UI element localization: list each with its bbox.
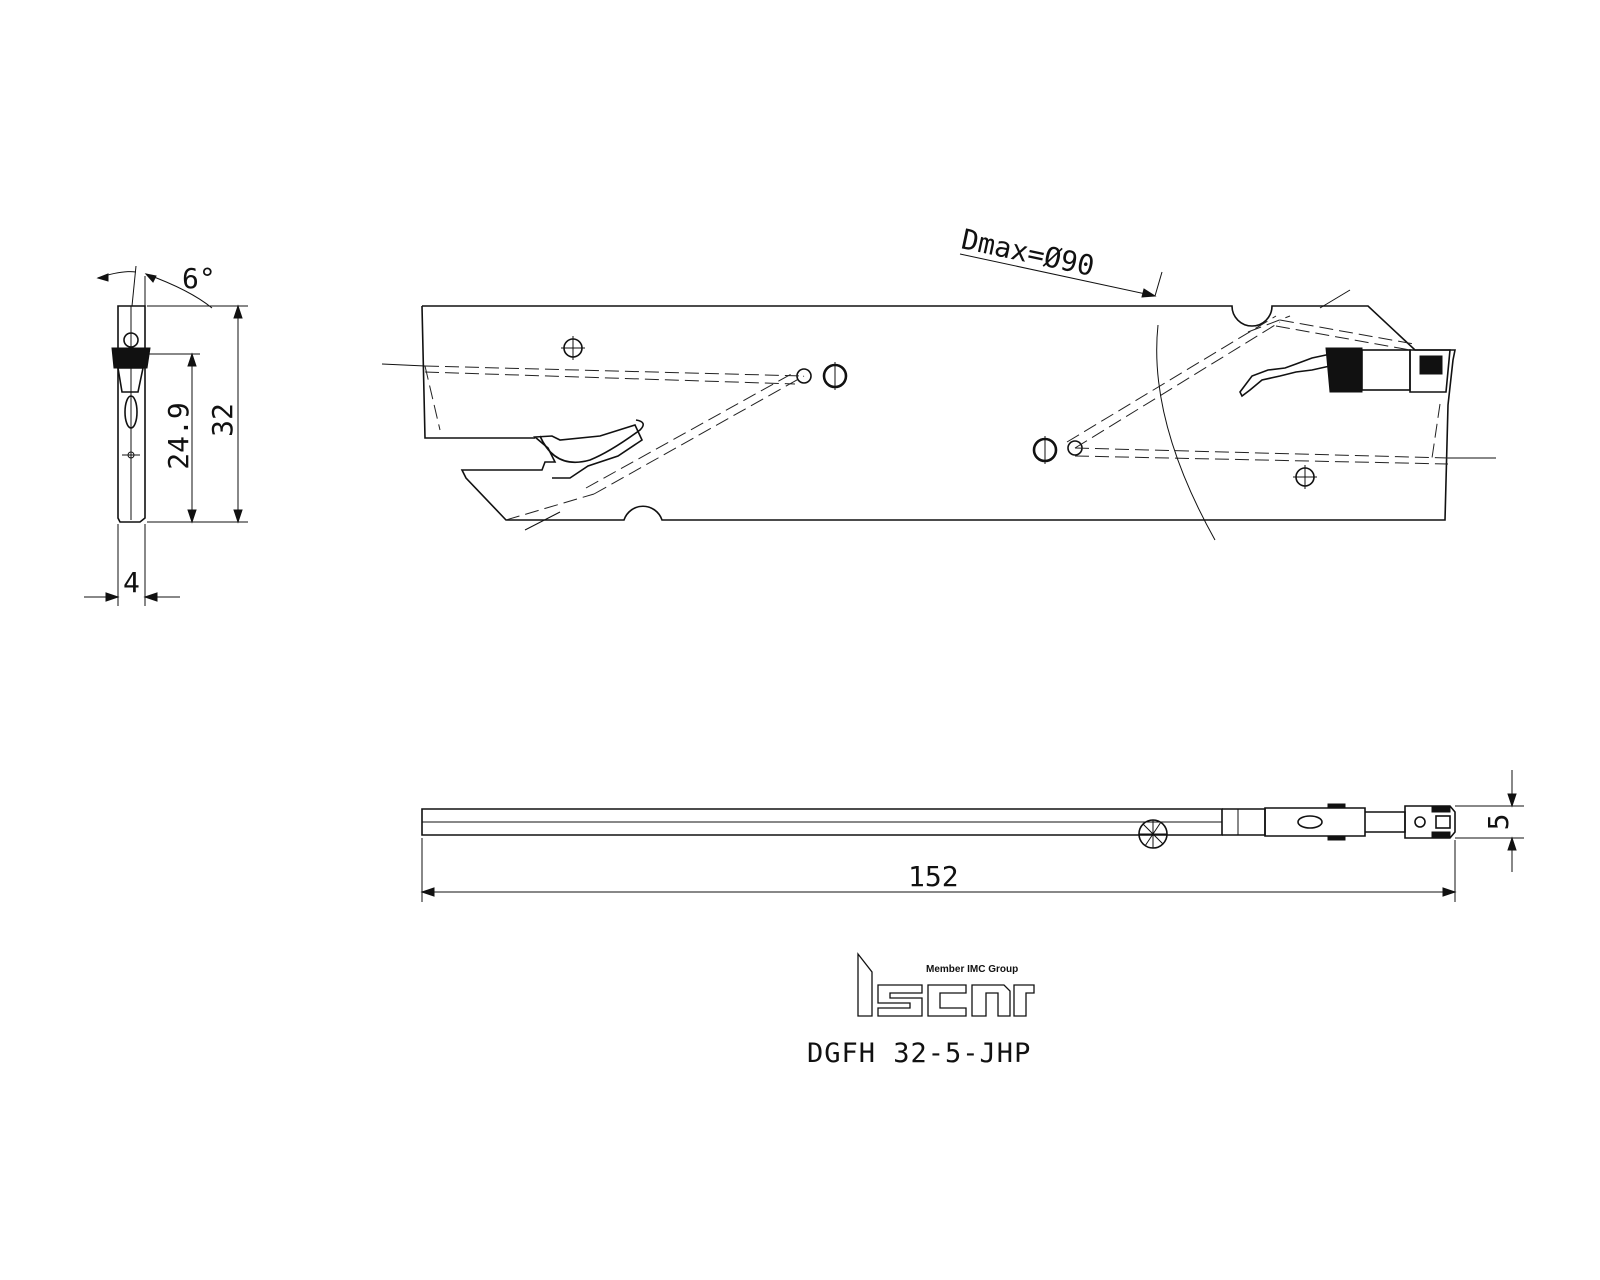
dmax-label: Dmax=Ø90 <box>959 223 1098 283</box>
part-number: DGFH 32-5-JHP <box>807 1038 1031 1069</box>
front-view: Dmax=Ø90 <box>381 223 1496 541</box>
angle-label: 6° <box>182 262 216 295</box>
logo-mark <box>857 952 1035 1017</box>
end-view: 6° 32 24.9 4 <box>84 262 248 606</box>
iscar-logo: Member IMC Group <box>857 952 1035 1017</box>
top-view: 152 5 <box>420 770 1524 902</box>
length-label: 152 <box>908 860 959 893</box>
logo-tagline: Member IMC Group <box>926 964 1018 975</box>
height-total-label: 32 <box>206 403 239 437</box>
width-label: 5 <box>1482 814 1515 831</box>
height-inner-label: 24.9 <box>162 402 195 469</box>
thickness-label: 4 <box>123 566 140 599</box>
